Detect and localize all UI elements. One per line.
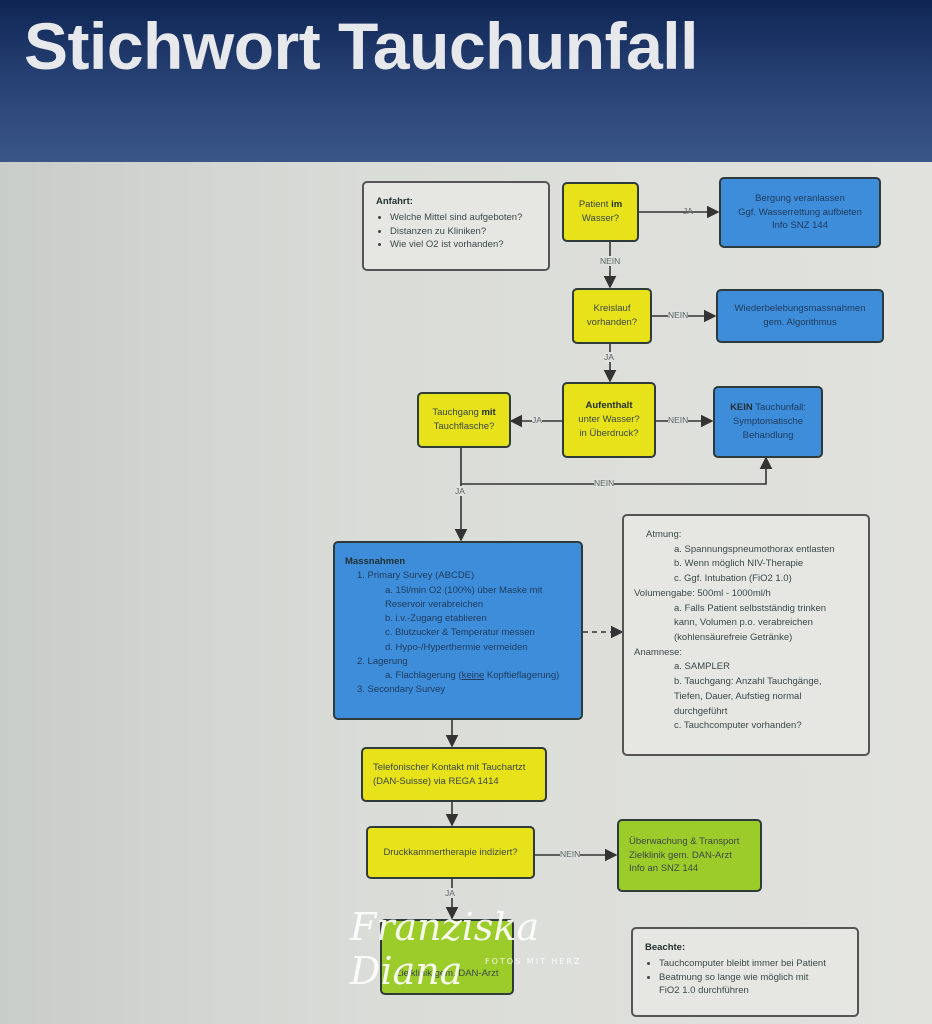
druckkammer-box: Druckkammertherapie indiziert? xyxy=(366,826,535,879)
ueberwachung-line: Überwachung & Transport xyxy=(629,835,740,847)
bergung-line: Ggf. Wasserrettung aufbieten xyxy=(738,206,862,218)
massnahmen-line: a. 15l/min O2 (100%) über Maske mit xyxy=(385,584,543,596)
aufenthalt-line: in Überdruck? xyxy=(579,427,639,439)
label-nein-kein: NEIN xyxy=(668,415,689,425)
label-ja-massnahmen: JA xyxy=(455,486,465,496)
patient-wasser-pre: Patient xyxy=(578,199,612,211)
atmung-line: c. Tauchcomputer vorhanden? xyxy=(674,720,802,732)
atmung-line: durchgeführt xyxy=(674,705,728,717)
massnahmen-line: c. Blutzucker & Temperatur messen xyxy=(385,627,535,639)
massnahmen-heading: Massnahmen xyxy=(345,556,406,567)
label-nein-ueberwachung: NEIN xyxy=(560,849,581,859)
massnahmen-line: 3. Secondary Survey xyxy=(357,684,446,696)
kreislauf-line: vorhanden? xyxy=(586,317,638,328)
beachte-heading: Beachte: xyxy=(645,942,686,953)
atmung-line: (kohlensäurefreie Getränke) xyxy=(674,632,793,644)
wiederbelebung-box: Wiederbelebungsmassnahmen gem. Algorithm… xyxy=(716,289,884,343)
kreislauf-box: Kreislauf vorhanden? xyxy=(572,288,652,344)
druckkammer-text: Druckkammertherapie indiziert? xyxy=(383,846,518,858)
massnahmen-line: b. i.v.-Zugang etablieren xyxy=(385,613,487,624)
anfahrt-item: Wie viel O2 ist vorhanden? xyxy=(390,238,522,252)
slide-title: Stichwort Tauchunfall xyxy=(24,9,698,83)
watermark-sub: FOTOS MIT HERZ xyxy=(485,957,582,966)
massnahmen-line: d. Hypo-/Hyperthermie vermeiden xyxy=(385,641,528,653)
telefon-box: Telefonischer Kontakt mit Tauchartzt (DA… xyxy=(361,747,547,802)
kreislauf-line: Kreislauf xyxy=(593,303,631,315)
anfahrt-list: Welche Mittel sind aufgeboten? Distanzen… xyxy=(376,211,522,252)
photographer-watermark: Franziska Diana FOTOS MIT HERZ xyxy=(350,905,590,993)
label-nein-wiederbelebung: NEIN xyxy=(668,310,689,320)
kein-line: Behandlung xyxy=(742,429,794,441)
aufenthalt-line: unter Wasser? xyxy=(578,414,640,426)
anfahrt-box: Anfahrt: Welche Mittel sind aufgeboten? … xyxy=(362,181,550,271)
beachte-item: Beatmung so lange wie möglich mit xyxy=(659,971,826,985)
label-nein-loop: NEIN xyxy=(594,478,615,488)
anfahrt-item: Distanzen zu Kliniken? xyxy=(390,225,522,239)
massnahmen-box: Massnahmen 1. Primary Survey (ABCDE) a. … xyxy=(333,541,583,720)
bottom-green-line: Zielklinik gem. DAN-Arzt xyxy=(395,968,499,980)
label-ja-tauchgang: JA xyxy=(532,415,542,425)
label-ja-aufenthalt: JA xyxy=(604,352,614,362)
atmung-line: c. Ggf. Intubation (FiO2 1.0) xyxy=(674,573,792,585)
label-ja-bottom: JA xyxy=(445,888,455,898)
tauchgang-line: Tauchflasche? xyxy=(433,421,495,432)
label-nein-kreislauf: NEIN xyxy=(600,256,621,266)
massnahmen-line: 2. Lagerung xyxy=(357,655,408,667)
aufenthalt-bold: Aufenthalt xyxy=(585,400,633,412)
patient-wasser-post: Wasser? xyxy=(581,213,620,224)
wiederbelebung-line: Wiederbelebungsmassnahmen xyxy=(734,303,866,315)
tauchgang-box: Tauchgang mit Tauchflasche? xyxy=(417,392,511,448)
atmung-box: Atmung: a. Spannungspneumothorax entlast… xyxy=(622,514,870,756)
druckkammer-transport-box: Zielklinik gem. DAN-Arzt xyxy=(380,919,514,995)
anfahrt-item: Welche Mittel sind aufgeboten? xyxy=(390,211,522,225)
beachte-box: Beachte: Tauchcomputer bleibt immer bei … xyxy=(631,927,859,1017)
atmung-line: Anamnese: xyxy=(634,646,683,658)
beachte-item: Tauchcomputer bleibt immer bei Patient xyxy=(659,957,826,971)
ueberwachung-line: Zielklinik gem. DAN-Arzt xyxy=(629,849,732,861)
bergung-box: Bergung veranlassen Ggf. Wasserrettung a… xyxy=(719,177,881,248)
massnahmen-line: Reservoir verabreichen xyxy=(385,598,484,610)
label-ja-bergung: JA xyxy=(683,206,693,216)
tauchgang-pre: Tauchgang xyxy=(432,407,482,419)
lagerung-keine: keine xyxy=(461,670,485,681)
kein-bold: KEIN xyxy=(730,402,753,414)
telefon-line: Telefonischer Kontakt mit Tauchartzt xyxy=(373,761,526,773)
atmung-line: a. Spannungspneumothorax entlasten xyxy=(674,543,835,555)
slide-header: Stichwort Tauchunfall xyxy=(0,0,932,162)
massnahmen-line: 1. Primary Survey (ABCDE) xyxy=(357,570,475,582)
atmung-line: Tiefen, Dauer, Aufstieg normal xyxy=(674,690,802,702)
beachte-item: FiO2 1.0 durchführen xyxy=(659,985,749,997)
kein-rest: Tauchunfall: xyxy=(752,402,806,414)
ueberwachung-line: Info an SNZ 144 xyxy=(629,863,699,875)
patient-wasser-box: Patient im Wasser? xyxy=(562,182,639,242)
atmung-line: kann, Volumen p.o. verabreichen xyxy=(674,617,813,629)
atmung-line: Volumengabe: 500ml - 1000ml/h xyxy=(634,587,771,599)
atmung-line: a. Falls Patient selbstständig trinken xyxy=(674,602,827,614)
patient-wasser-bold: im xyxy=(611,199,623,211)
atmung-line: b. Wenn möglich NIV-Therapie xyxy=(674,558,804,570)
watermark-script: Franziska Diana xyxy=(350,905,540,993)
bergung-line: Info SNZ 144 xyxy=(772,220,828,232)
beachte-list: Tauchcomputer bleibt immer bei Patient B… xyxy=(645,957,826,998)
wiederbelebung-line: gem. Algorithmus xyxy=(763,317,837,328)
lagerung-post: Kopftieflagerung) xyxy=(484,670,560,681)
tauchgang-bold: mit xyxy=(481,407,496,419)
anfahrt-heading: Anfahrt: xyxy=(376,196,413,207)
atmung-line: b. Tauchgang: Anzahl Tauchgänge, xyxy=(674,676,822,688)
lagerung-pre: a. Flachlagerung ( xyxy=(385,670,462,681)
atmung-line: Atmung: xyxy=(646,529,682,540)
aufenthalt-box: Aufenthalt unter Wasser? in Überdruck? xyxy=(562,382,656,458)
kein-tauchunfall-box: KEIN Tauchunfall: Symptomatische Behandl… xyxy=(713,386,823,458)
ueberwachung-box: Überwachung & Transport Zielklinik gem. … xyxy=(617,819,762,892)
bergung-line: Bergung veranlassen xyxy=(755,192,845,204)
telefon-line: (DAN-Suisse) via REGA 1414 xyxy=(373,775,499,787)
atmung-line: a. SAMPLER xyxy=(674,661,730,673)
kein-line: Symptomatische xyxy=(732,416,804,428)
